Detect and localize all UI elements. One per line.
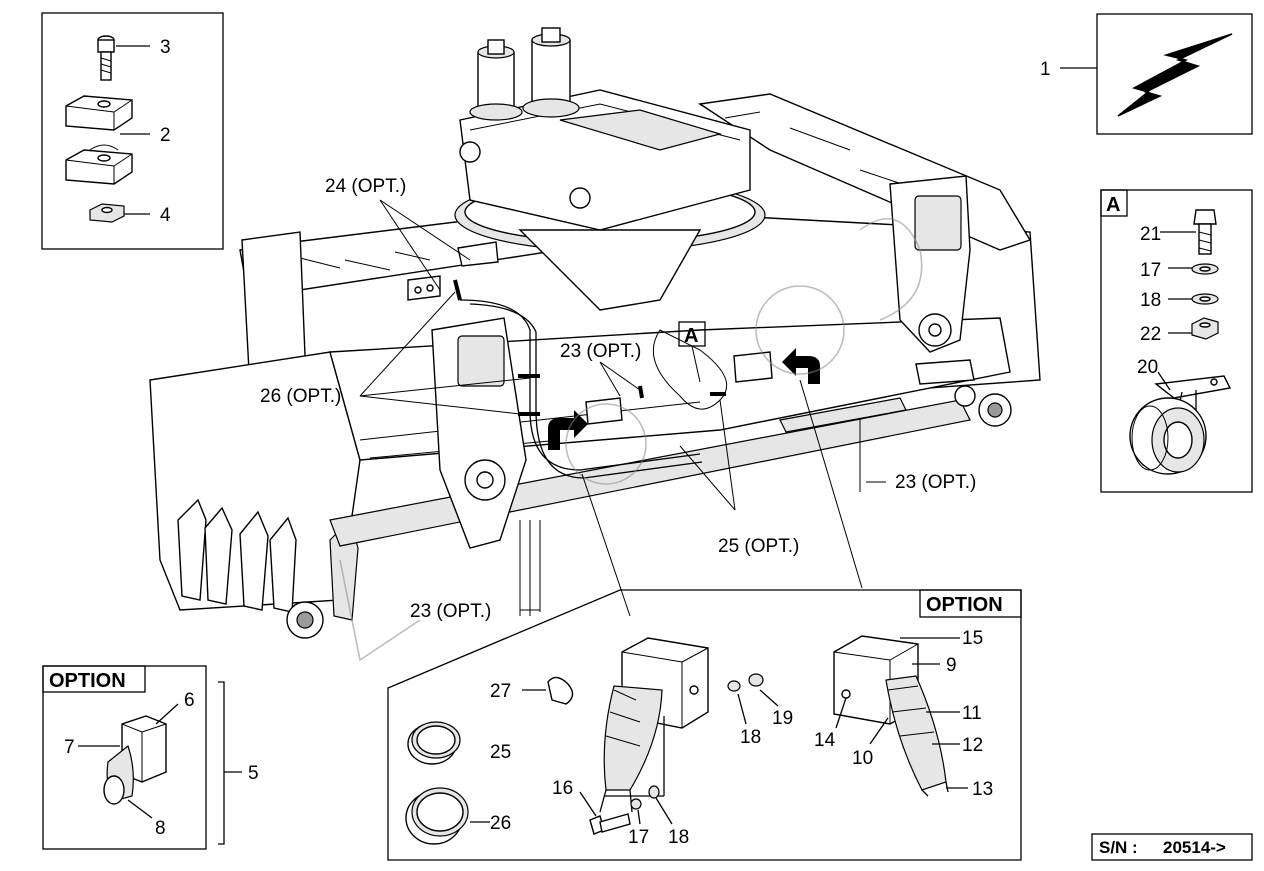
serial-number-box: S/N : 20514-> [1091, 833, 1253, 861]
callout-18-lower: 18 [668, 827, 689, 848]
square-nut-part [89, 203, 125, 223]
callout-17: 17 [1140, 260, 1161, 281]
option-small-header: OPTION [49, 670, 126, 692]
callout-11: 11 [962, 703, 982, 724]
callout-25: 25 [490, 742, 511, 763]
bolt-part [97, 35, 115, 81]
shredder-machine-body: A [149, 27, 1041, 662]
callout-19: 19 [772, 708, 793, 729]
callout-3: 3 [160, 37, 171, 58]
option-large-header: OPTION [926, 594, 1003, 616]
leader-lines [359, 199, 886, 617]
option-box-large: OPTION [387, 589, 1022, 861]
clamp-detail-box: 3 2 4 [41, 12, 224, 250]
callout-10: 10 [852, 748, 873, 769]
callout-17-lower: 17 [628, 827, 649, 848]
detail-a-header: A [1106, 194, 1120, 216]
label-23-opt-bottom: 23 (OPT.) [410, 601, 491, 622]
label-26-opt: 26 (OPT.) [260, 386, 341, 407]
callout-7: 7 [64, 737, 75, 758]
serial-value: 20514-> [1163, 838, 1226, 857]
option-box-small: OPTION 6 7 5 8 [42, 665, 259, 850]
callout-5: 5 [248, 763, 259, 784]
curved-arrow-icon [782, 348, 820, 384]
label-23-opt-right: 23 (OPT.) [895, 472, 976, 493]
callout-22: 22 [1140, 324, 1161, 345]
callout-4: 4 [160, 205, 171, 226]
detail-a-marker: A [684, 325, 698, 347]
callout-21: 21 [1140, 224, 1161, 245]
label-24-opt: 24 (OPT.) [325, 176, 406, 197]
callout-16: 16 [552, 778, 573, 799]
callout-12: 12 [962, 735, 983, 756]
label-23-opt-top: 23 (OPT.) [560, 341, 641, 362]
callout-2: 2 [160, 125, 171, 146]
callout-18-upper: 18 [740, 727, 761, 748]
callout-13: 13 [972, 779, 993, 800]
callout-9: 9 [946, 655, 957, 676]
callout-18: 18 [1140, 290, 1161, 311]
callout-14: 14 [814, 730, 836, 751]
serial-prefix: S/N : [1099, 838, 1138, 857]
clamp-halves-part [65, 95, 133, 185]
callout-26: 26 [490, 813, 511, 834]
callout-15: 15 [962, 628, 983, 649]
callout-8: 8 [155, 818, 166, 839]
label-25-opt: 25 (OPT.) [718, 536, 799, 557]
callout-27: 27 [490, 681, 511, 702]
lightning-bolt-icon [1117, 33, 1233, 117]
callout-1: 1 [1040, 59, 1051, 80]
detail-a-box: A 21 17 18 22 20 [1100, 189, 1253, 493]
electrical-symbol-box: 1 [1040, 13, 1253, 135]
callout-20: 20 [1137, 357, 1158, 378]
callout-6: 6 [184, 690, 195, 711]
